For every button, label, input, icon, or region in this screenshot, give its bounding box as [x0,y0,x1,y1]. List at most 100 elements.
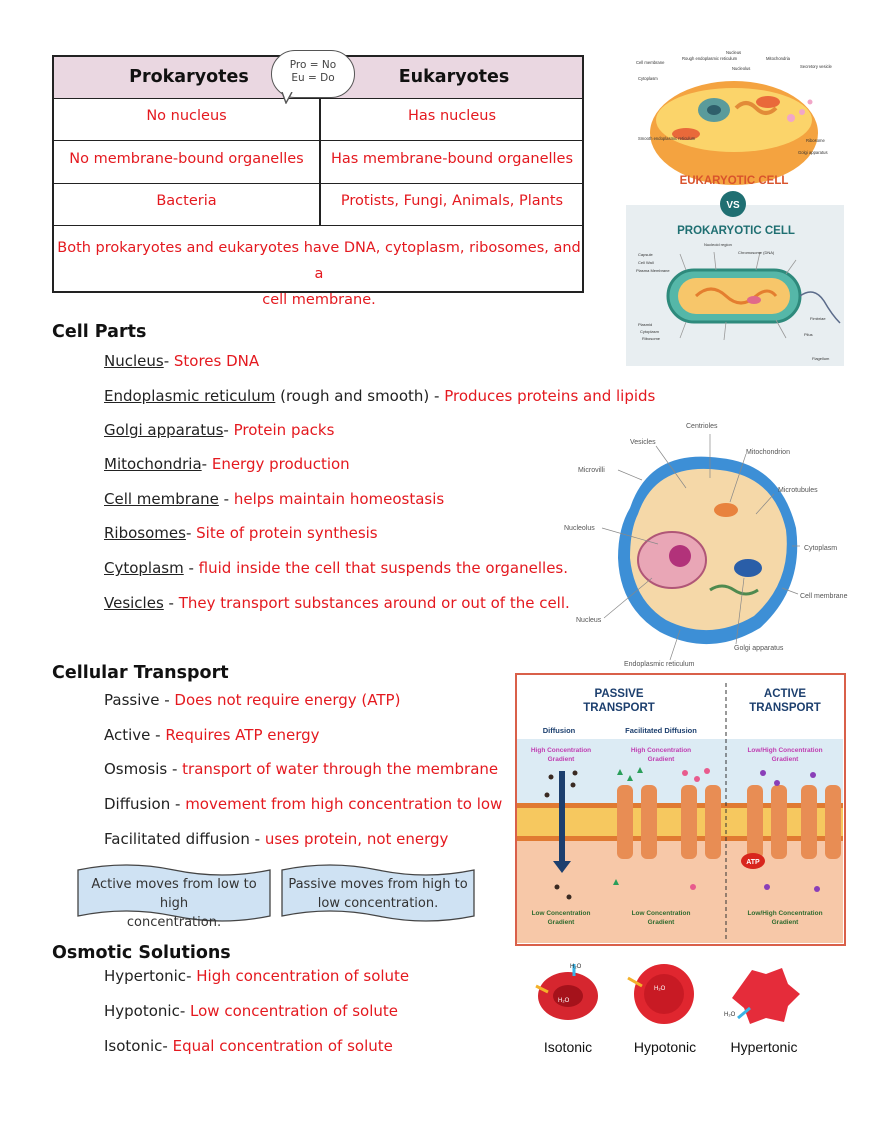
list-item: Diffusion - movement from high concentra… [104,795,503,813]
grad-label: Gradient [772,919,800,926]
banner-line: low concentration. [317,896,439,911]
euk-label: Nucleus [726,50,741,55]
term: Vesicles [104,594,164,612]
list-item: Hypertonic- High concentration of solute [104,967,410,985]
definition: fluid inside the cell that suspends the … [198,559,569,577]
separator: - [218,490,234,508]
term: Golgi apparatus [104,421,224,439]
list-item: Isotonic- Equal concentration of solute [104,1037,393,1055]
h2o-label: H₂O [724,1012,736,1018]
definition: Protein packs [233,421,335,439]
euk-vs-pro-diagram: Cell membrane Rough endoplasmic reticulu… [626,48,844,366]
both-note: Both prokaryotes and eukaryotes have DNA… [54,235,584,313]
euk-label: Secretory vesicle [800,64,833,69]
definition: transport of water through the membrane [182,760,499,778]
definition: Stores DNA [173,352,260,370]
vs-badge: VS [726,200,740,211]
table-row: No membrane-bound organelles Has membran… [54,140,582,184]
animal-cell-illustration: Centrioles Vesicles Mitochondrion Microv… [564,423,848,668]
table-row: Bacteria Protists, Fungi, Animals, Plant… [54,182,582,226]
separator: - [163,352,174,370]
banner-line: Active moves from low to high [91,877,257,911]
cell-label: Microvilli [578,467,605,474]
passive-title-2: TRANSPORT [583,702,655,714]
h2o-label: H₂O [558,998,570,1004]
bubble-line1: Pro = No [289,59,337,71]
definition: High concentration of solute [196,967,410,985]
active-title-2: TRANSPORT [749,702,821,714]
term: Osmosis [104,760,168,778]
list-item: Mitochondria- Energy production [104,455,350,473]
list-item: Cell membrane - helps maintain homeostas… [104,490,444,508]
cell-label: Nucleolus [564,525,595,532]
pro-label: Capsule [638,252,653,257]
cell-comparison-illustration: Cell membrane Rough endoplasmic reticulu… [626,50,844,366]
pro-label: Plasma Membrane [636,268,670,273]
term: Nucleus [104,352,164,370]
table-cell: No nucleus [146,108,227,124]
list-item: Osmosis - transport of water through the… [104,760,499,778]
term: Ribosomes [104,524,186,542]
term: Hypotonic [104,1002,180,1020]
euk-label: Smooth endoplasmic reticulum [638,136,696,141]
term: Mitochondria [104,455,202,473]
table-cell: Bacteria [156,193,217,209]
euk-label: Ribosome [806,138,826,143]
qualifier: (rough and smooth) - [275,387,445,405]
atp-badge: ATP [746,859,760,866]
list-item: Ribosomes- Site of protein synthesis [104,524,378,542]
term: Active [104,726,151,744]
cell-caption: Isotonic [544,1039,592,1055]
bubble-line2: Eu = Do [291,72,335,84]
transport-illustration: PASSIVE TRANSPORT ACTIVE TRANSPORT Diffu… [517,683,843,943]
grad-label: High Concentration [531,747,591,754]
bubble-tail [281,92,293,104]
definition: They transport substances around or out … [178,594,570,612]
animal-cell-diagram: Centrioles Vesicles Mitochondrion Microv… [560,418,860,670]
pro-label: Pilus [804,332,813,337]
table-cell: Has nucleus [408,108,496,124]
cell-label: Centrioles [686,423,718,430]
pro-label: Nucleoid region [704,242,732,247]
list-item: Nucleus- Stores DNA [104,352,259,370]
grad-label: Low Concentration [532,910,591,917]
list-item: Vesicles - They transport substances aro… [104,594,570,612]
cell-label: Endoplasmic reticulum [624,661,695,668]
cell-label: Nucleus [576,617,602,624]
header-eukaryotes: Eukaryotes [398,67,510,87]
both-note-line2: cell membrane. [262,292,376,308]
h2o-label: H₂O [654,986,666,992]
definition: Produces proteins and lipids [444,387,656,405]
term: Endoplasmic reticulum [104,387,276,405]
pro-label: Ribosome [642,336,661,341]
euk-label: Rough endoplasmic reticulum [682,56,738,61]
term: Facilitated diffusion [104,830,250,848]
separator: - [183,559,199,577]
blood-cells-illustration: H₂O H₂O H₂O H₂O Isotonic Hypotonic Hyper… [535,964,800,1055]
grad-label: Gradient [772,756,800,763]
prokaryotic-title: PROKARYOTIC CELL [677,225,795,237]
separator: - [223,421,234,439]
comparison-table: Prokaryotes Eukaryotes No nucleus Has nu… [52,55,584,308]
table-cell: No membrane-bound organelles [69,151,304,167]
cell-label: Mitochondrion [746,449,790,456]
euk-label: Cytoplasm [638,76,658,81]
eukaryotic-title: EUKARYOTIC CELL [680,175,789,187]
term: Isotonic [104,1037,163,1055]
definition: Does not require energy (ATP) [174,691,401,709]
header-prokaryotes: Prokaryotes [129,67,249,87]
list-item: Golgi apparatus- Protein packs [104,421,334,439]
cell-label: Cell membrane [800,593,848,600]
definition: Equal concentration of solute [172,1037,393,1055]
list-item: Passive - Does not require energy (ATP) [104,691,401,709]
pro-label: Plasmid [638,322,652,327]
cell-label: Vesicles [630,439,656,446]
pro-label: Flagellum [812,356,830,361]
term: Cell membrane [104,490,219,508]
grad-label: Gradient [648,919,676,926]
table-cell: Has membrane-bound organelles [330,151,574,167]
both-note-line1: Both prokaryotes and eukaryotes have DNA… [57,240,581,282]
